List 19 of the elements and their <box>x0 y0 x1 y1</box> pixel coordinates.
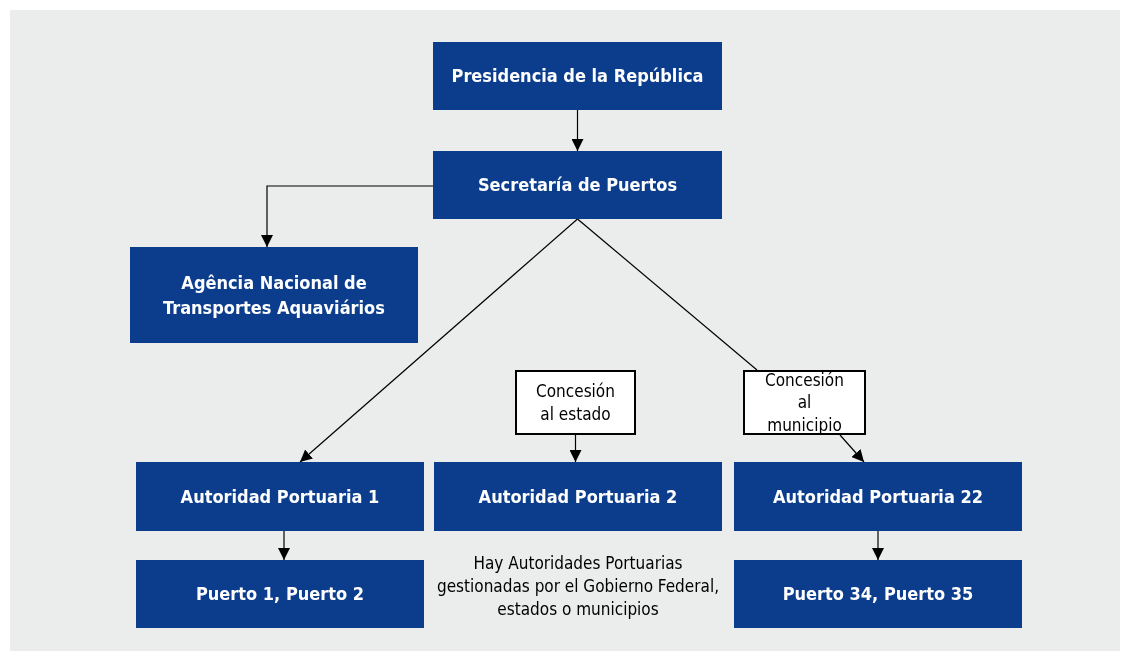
arrow <box>571 109 584 152</box>
org-box: Autoridad Portuaria 22 <box>734 462 1022 531</box>
org-box: Autoridad Portuaria 1 <box>136 462 424 531</box>
org-box: Puerto 1, Puerto 2 <box>136 560 424 628</box>
connector-line <box>576 218 758 371</box>
arrow <box>839 434 865 463</box>
arrow <box>872 530 884 561</box>
note-box: Concesión al estado <box>515 370 636 435</box>
arrow <box>569 434 582 463</box>
note-box: Concesión al municipio <box>743 370 866 435</box>
arrow <box>261 185 434 248</box>
org-box: Presidencia de la República <box>433 42 722 110</box>
org-box: Autoridad Portuaria 2 <box>434 462 722 531</box>
org-box: Puerto 34, Puerto 35 <box>734 560 1022 628</box>
note-text: Hay Autoridades Portuarias gestionadas por el Gobierno Federal, estados o municipios <box>435 552 720 621</box>
org-box: Secretaría de Puertos <box>433 151 722 219</box>
org-box: Agência Nacional de Transportes Aquaviários <box>130 247 418 343</box>
arrow <box>299 218 579 463</box>
arrow <box>278 530 290 561</box>
